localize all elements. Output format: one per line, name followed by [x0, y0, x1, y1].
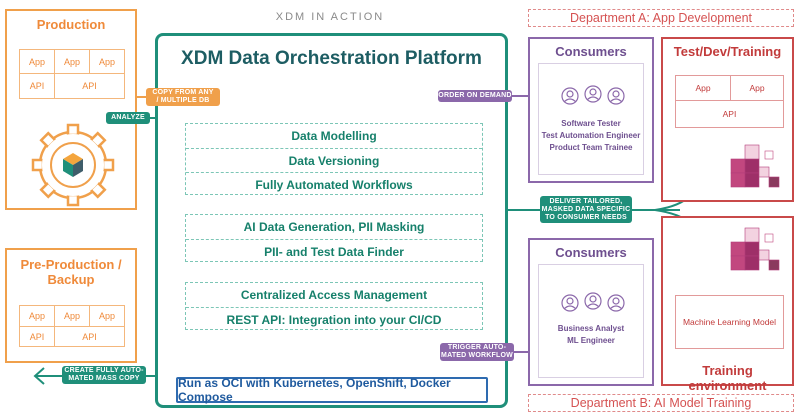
dept-a-consumers-box: Consumers Software Tester Test Automatio… — [528, 37, 654, 183]
training-environment-title: Training environment — [688, 363, 767, 393]
copy-pill-line2: / MULTIPLE DB — [156, 97, 210, 104]
dept-a-consumers-title: Consumers — [555, 44, 627, 59]
feature-data-modelling: Data Modelling — [291, 129, 377, 143]
feature-rest-api: REST API: Integration into your CI/CD — [186, 307, 482, 331]
gear-icon — [31, 123, 115, 207]
trigger-pill-line2: MATED WORKFLOW — [441, 352, 513, 359]
role-software-tester: Software Tester — [561, 119, 621, 128]
env-a-cell-api: API — [675, 100, 784, 128]
feature-group-2: AI Data Generation, PII Masking PII- and… — [185, 214, 483, 262]
deliver-pill-line3: TO CONSUMER NEEDS — [545, 213, 627, 221]
production-cell-app-2: App — [54, 49, 90, 74]
feature-access-management: Centralized Access Management — [240, 288, 428, 302]
preproduction-cell-app-3: App — [89, 305, 125, 327]
preproduction-cell-api-2: API — [54, 326, 125, 347]
header-title: XDM IN ACTION — [275, 11, 385, 23]
dept-b-consumers-body — [538, 264, 644, 378]
platform-title: XDM Data Orchestration Platform — [181, 48, 482, 69]
preproduction-title-line2: Backup — [47, 272, 95, 287]
env-a-cell-app-2: App — [730, 75, 784, 101]
create-pill-line2: MATED MASS COPY — [68, 375, 140, 382]
feature-data-versioning: Data Versioning — [186, 148, 482, 172]
copy-pill-line1: COPY FROM ANY — [152, 89, 214, 96]
preproduction-cell-app-2: App — [54, 305, 90, 327]
test-dev-training-box: Test/Dev/Training App App API — [661, 37, 794, 202]
users-icon — [561, 85, 625, 105]
production-cell-app-3: App — [89, 49, 125, 74]
test-dev-training-title: Test/Dev/Training — [673, 44, 782, 59]
deliver-pill: DELIVER TAILORED, MASKED DATA SPECIFIC T… — [540, 196, 632, 223]
role-ml-engineer: ML Engineer — [567, 336, 615, 345]
feature-group-3: Centralized Access Management REST API: … — [185, 282, 483, 330]
preproduction-box: Pre-Production / Backup App App App API … — [5, 248, 137, 363]
analyze-pill: ANALYZE — [106, 112, 150, 124]
production-title: Production — [36, 17, 106, 32]
feature-ai-data-generation: AI Data Generation, PII Masking — [243, 220, 425, 234]
production-box: Production App App App API API — [5, 9, 137, 210]
dept-b-label: Department B: AI Model Training — [528, 394, 794, 412]
dept-b-consumers-title: Consumers — [555, 245, 627, 260]
preproduction-cell-app-1: App — [19, 305, 55, 327]
env-a-cell-app-1: App — [675, 75, 731, 101]
data-cubes-icon — [730, 144, 780, 188]
production-cell-api-1: API — [19, 73, 55, 99]
feature-automated-workflows: Fully Automated Workflows — [186, 172, 482, 196]
training-environment-box: Machine Learning Model Training environm… — [661, 216, 794, 393]
role-business-analyst: Business Analyst — [557, 324, 625, 333]
dept-a-label: Department A: App Development — [528, 9, 794, 27]
users-icon-b — [561, 292, 625, 312]
trigger-pill: TRIGGER AUTO- MATED WORKFLOW — [440, 343, 514, 361]
dept-b-consumers-box: Consumers Business Analyst ML Engineer — [528, 238, 654, 386]
data-cubes-icon-b — [730, 227, 780, 271]
deliver-pill-line1: DELIVER TAILORED, — [549, 197, 623, 205]
preproduction-cell-api-1: API — [19, 326, 55, 347]
dept-a-consumers-body — [538, 63, 644, 175]
create-pill-line1: CREATE FULLY AUTO- — [64, 367, 144, 374]
feature-data-finder: PII- and Test Data Finder — [186, 239, 482, 263]
ml-model-cell: Machine Learning Model — [675, 295, 784, 349]
trigger-pill-line1: TRIGGER AUTO- — [447, 344, 507, 351]
order-pill: ORDER ON DEMAND — [438, 90, 512, 102]
production-cell-api-2: API — [54, 73, 125, 99]
preproduction-title-line1: Pre-Production / — [20, 257, 122, 272]
create-pill: CREATE FULLY AUTO- MATED MASS COPY — [62, 366, 146, 384]
feature-group-1: Data Modelling Data Versioning Fully Aut… — [185, 123, 483, 195]
oci-box: Run as OCI with Kubernetes, OpenShift, D… — [176, 376, 488, 404]
copy-pill: COPY FROM ANY / MULTIPLE DB — [146, 88, 220, 106]
role-test-automation-engineer: Test Automation Engineer — [541, 131, 641, 140]
role-product-team-trainee: Product Team Trainee — [549, 143, 633, 152]
deliver-pill-line2: MASKED DATA SPECIFIC — [541, 205, 631, 213]
production-cell-app-1: App — [19, 49, 55, 74]
